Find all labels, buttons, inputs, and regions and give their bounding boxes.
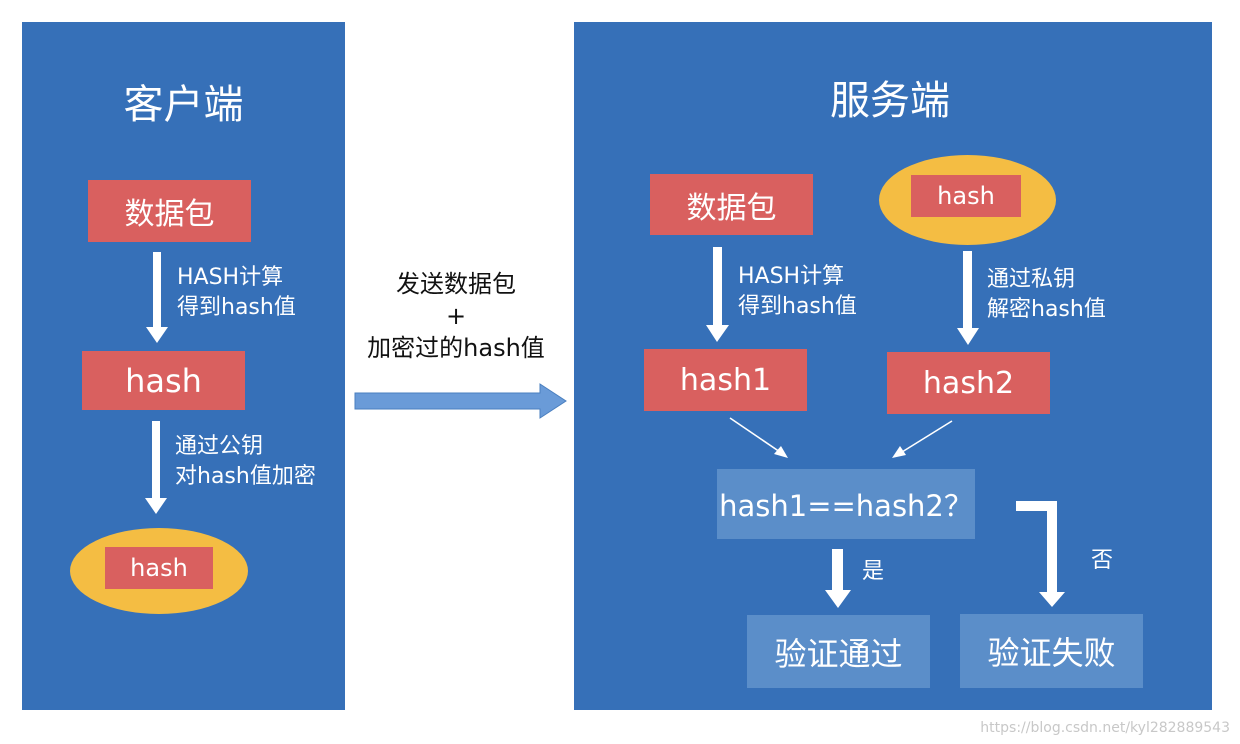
client-step1-line2: 得到hash值 [177,295,296,320]
yes-label: 是 [862,559,885,584]
server-step-right-label: 通过私钥 解密hash值 [987,265,1106,325]
server-step-left-line1: HASH计算 [738,264,845,289]
server-step-left-label: HASH计算 得到hash值 [738,262,857,322]
client-step1-label: HASH计算 得到hash值 [177,263,296,323]
fail-box: 验证失败 [960,614,1143,688]
pass-label: 验证通过 [774,634,903,673]
transfer-line3: 加密过的hash值 [367,334,545,362]
client-step2-line2: 对hash值加密 [175,464,316,489]
no-label: 否 [1091,548,1114,573]
fail-label: 验证失败 [987,634,1116,672]
server-encrypted-hash-box: hash [911,175,1021,217]
client-encrypted-hash-box: hash [105,547,213,589]
compare-label: hash1==hash2？ [719,489,973,523]
arrow-hash2-to-compare [901,420,953,453]
client-step2-label: 通过公钥 对hash值加密 [175,432,316,492]
server-hash1-box: hash1 [644,349,807,411]
no-arrow [1016,501,1065,607]
watermark: https://blog.csdn.net/kyl282889543 [980,720,1230,736]
server-packet-label: 数据包 [686,190,777,226]
client-encrypted-hash-label: hash [130,554,188,582]
server-hash1-label: hash1 [679,362,772,398]
server-hash2-label: hash2 [922,365,1015,401]
server-packet-box: 数据包 [650,174,813,235]
client-step1-line1: HASH计算 [177,265,284,290]
pass-box: 验证通过 [747,615,930,688]
server-hash2-box: hash2 [887,352,1050,414]
client-arrow-hash-to-encrypted [145,421,167,514]
server-encrypted-hash-label: hash [937,182,995,210]
server-step-right-line1: 通过私钥 [987,267,1076,292]
server-step-right-line2: 解密hash值 [987,297,1106,322]
client-hash-label: hash [125,361,202,400]
client-arrow-packet-to-hash [146,252,168,343]
transfer-line1: 发送数据包 [396,270,516,298]
transfer-label: 发送数据包 + 加密过的hash值 [352,268,560,364]
compare-box: hash1==hash2？ [717,469,975,539]
client-step2-line1: 通过公钥 [175,434,264,459]
transfer-line2: + [445,302,467,330]
client-packet-label: 数据包 [124,197,215,232]
yes-arrow [825,549,851,608]
server-arrow-packet-to-hash1 [706,247,729,342]
arrow-hash1-to-compare [729,417,781,453]
server-step-left-line2: 得到hash值 [738,294,857,319]
transfer-arrow [354,383,567,419]
client-packet-box: 数据包 [88,180,251,242]
client-title: 客户端 [123,82,244,128]
server-arrow-hash-to-hash2 [957,251,979,345]
arrow-hash2-to-compare-head [892,446,906,458]
client-hash-box: hash [82,351,245,410]
arrow-hash1-to-compare-head [774,446,788,458]
server-title: 服务端 [830,78,950,124]
